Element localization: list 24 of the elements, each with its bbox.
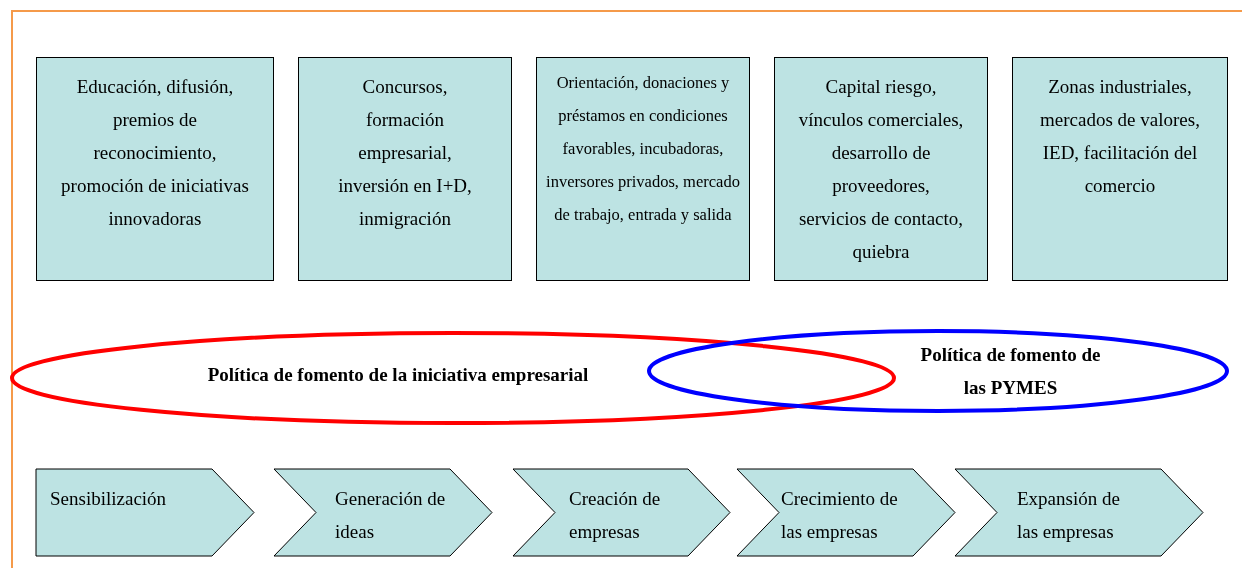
measures-box [298,57,512,281]
policy-label: Política de fomento de la iniciativa empresarial [206,362,590,387]
measures-box [36,57,274,281]
policy-ellipse [647,329,1229,413]
measures-text: Educación, difusión, premios de reconocimiento, promoción de iniciativas innovadoras [61,75,249,231]
stage-label: Crecimiento de las empresas [781,487,899,544]
process-step [36,469,254,556]
process-step [513,469,730,556]
stage-label: Creación de empresas [569,487,662,544]
measures-box [536,57,750,281]
stage-label: Sensibilización [50,487,168,511]
measures-box [1012,57,1228,281]
process-step [737,469,955,556]
measures-text: Concursos, formación empresarial, inversión en I+D, inmigración [337,75,473,231]
measures-text: Orientación, donaciones y préstamos en condiciones favorables, incubadoras, inversores privados, mercado de trabajo, entrada y salida [545,72,741,226]
measures-text: Capital riesgo, vínculos comerciales, desarrollo de proveedores, servicios de contacto, quiebra [797,75,965,264]
process-step [274,469,492,556]
measures-box [774,57,988,281]
stage-label: Expansión de las empresas [1017,487,1121,544]
stage-label: Generación de ideas [335,487,447,544]
policy-label: Política de fomento de las PYMES [919,343,1102,400]
policy-ellipse [10,331,896,425]
process-step [955,469,1203,556]
measures-text: Zonas industriales, mercados de valores, IED, facilitación del comercio [1039,75,1201,198]
